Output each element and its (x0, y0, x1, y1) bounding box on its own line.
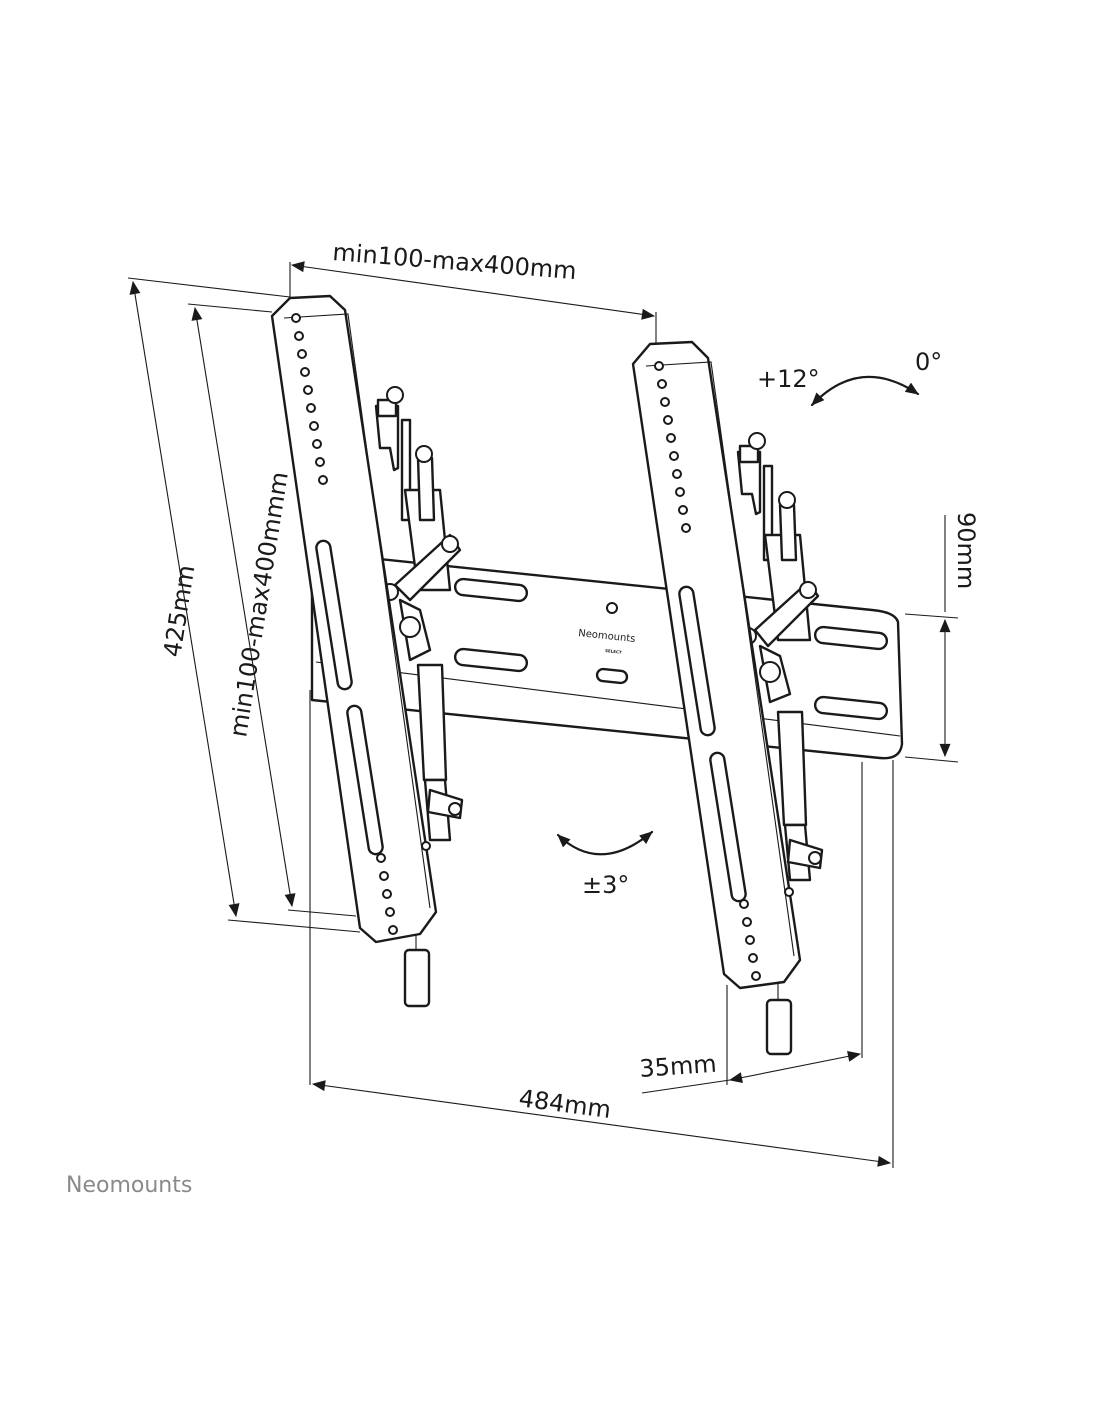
vesa-width-label: min100-max400mm (332, 238, 578, 285)
tilt-zero-label: 0° (915, 348, 942, 376)
rotation-arrow (556, 830, 654, 856)
left-latch-mechanism (374, 386, 464, 1008)
total-height-label: 425mm (158, 563, 200, 659)
left-mounting-arm (270, 294, 438, 944)
vesa-height-label: min100-max400mmm (224, 470, 294, 739)
total-width-label: 484mm (517, 1084, 612, 1124)
plate-height-label: 90mm (952, 512, 980, 589)
plate-sub-text: SELECT (605, 648, 622, 655)
tilt-arrow (810, 375, 920, 407)
tilt-forward-label: +12° (757, 365, 820, 393)
wall-distance-label: 35mm (638, 1050, 717, 1083)
rotation-label: ±3° (582, 871, 629, 899)
dimension-lines (127, 261, 959, 1168)
right-mounting-arm (631, 340, 802, 990)
right-latch-mechanism (736, 432, 824, 1056)
brand-logo: Neomounts (66, 1173, 192, 1198)
